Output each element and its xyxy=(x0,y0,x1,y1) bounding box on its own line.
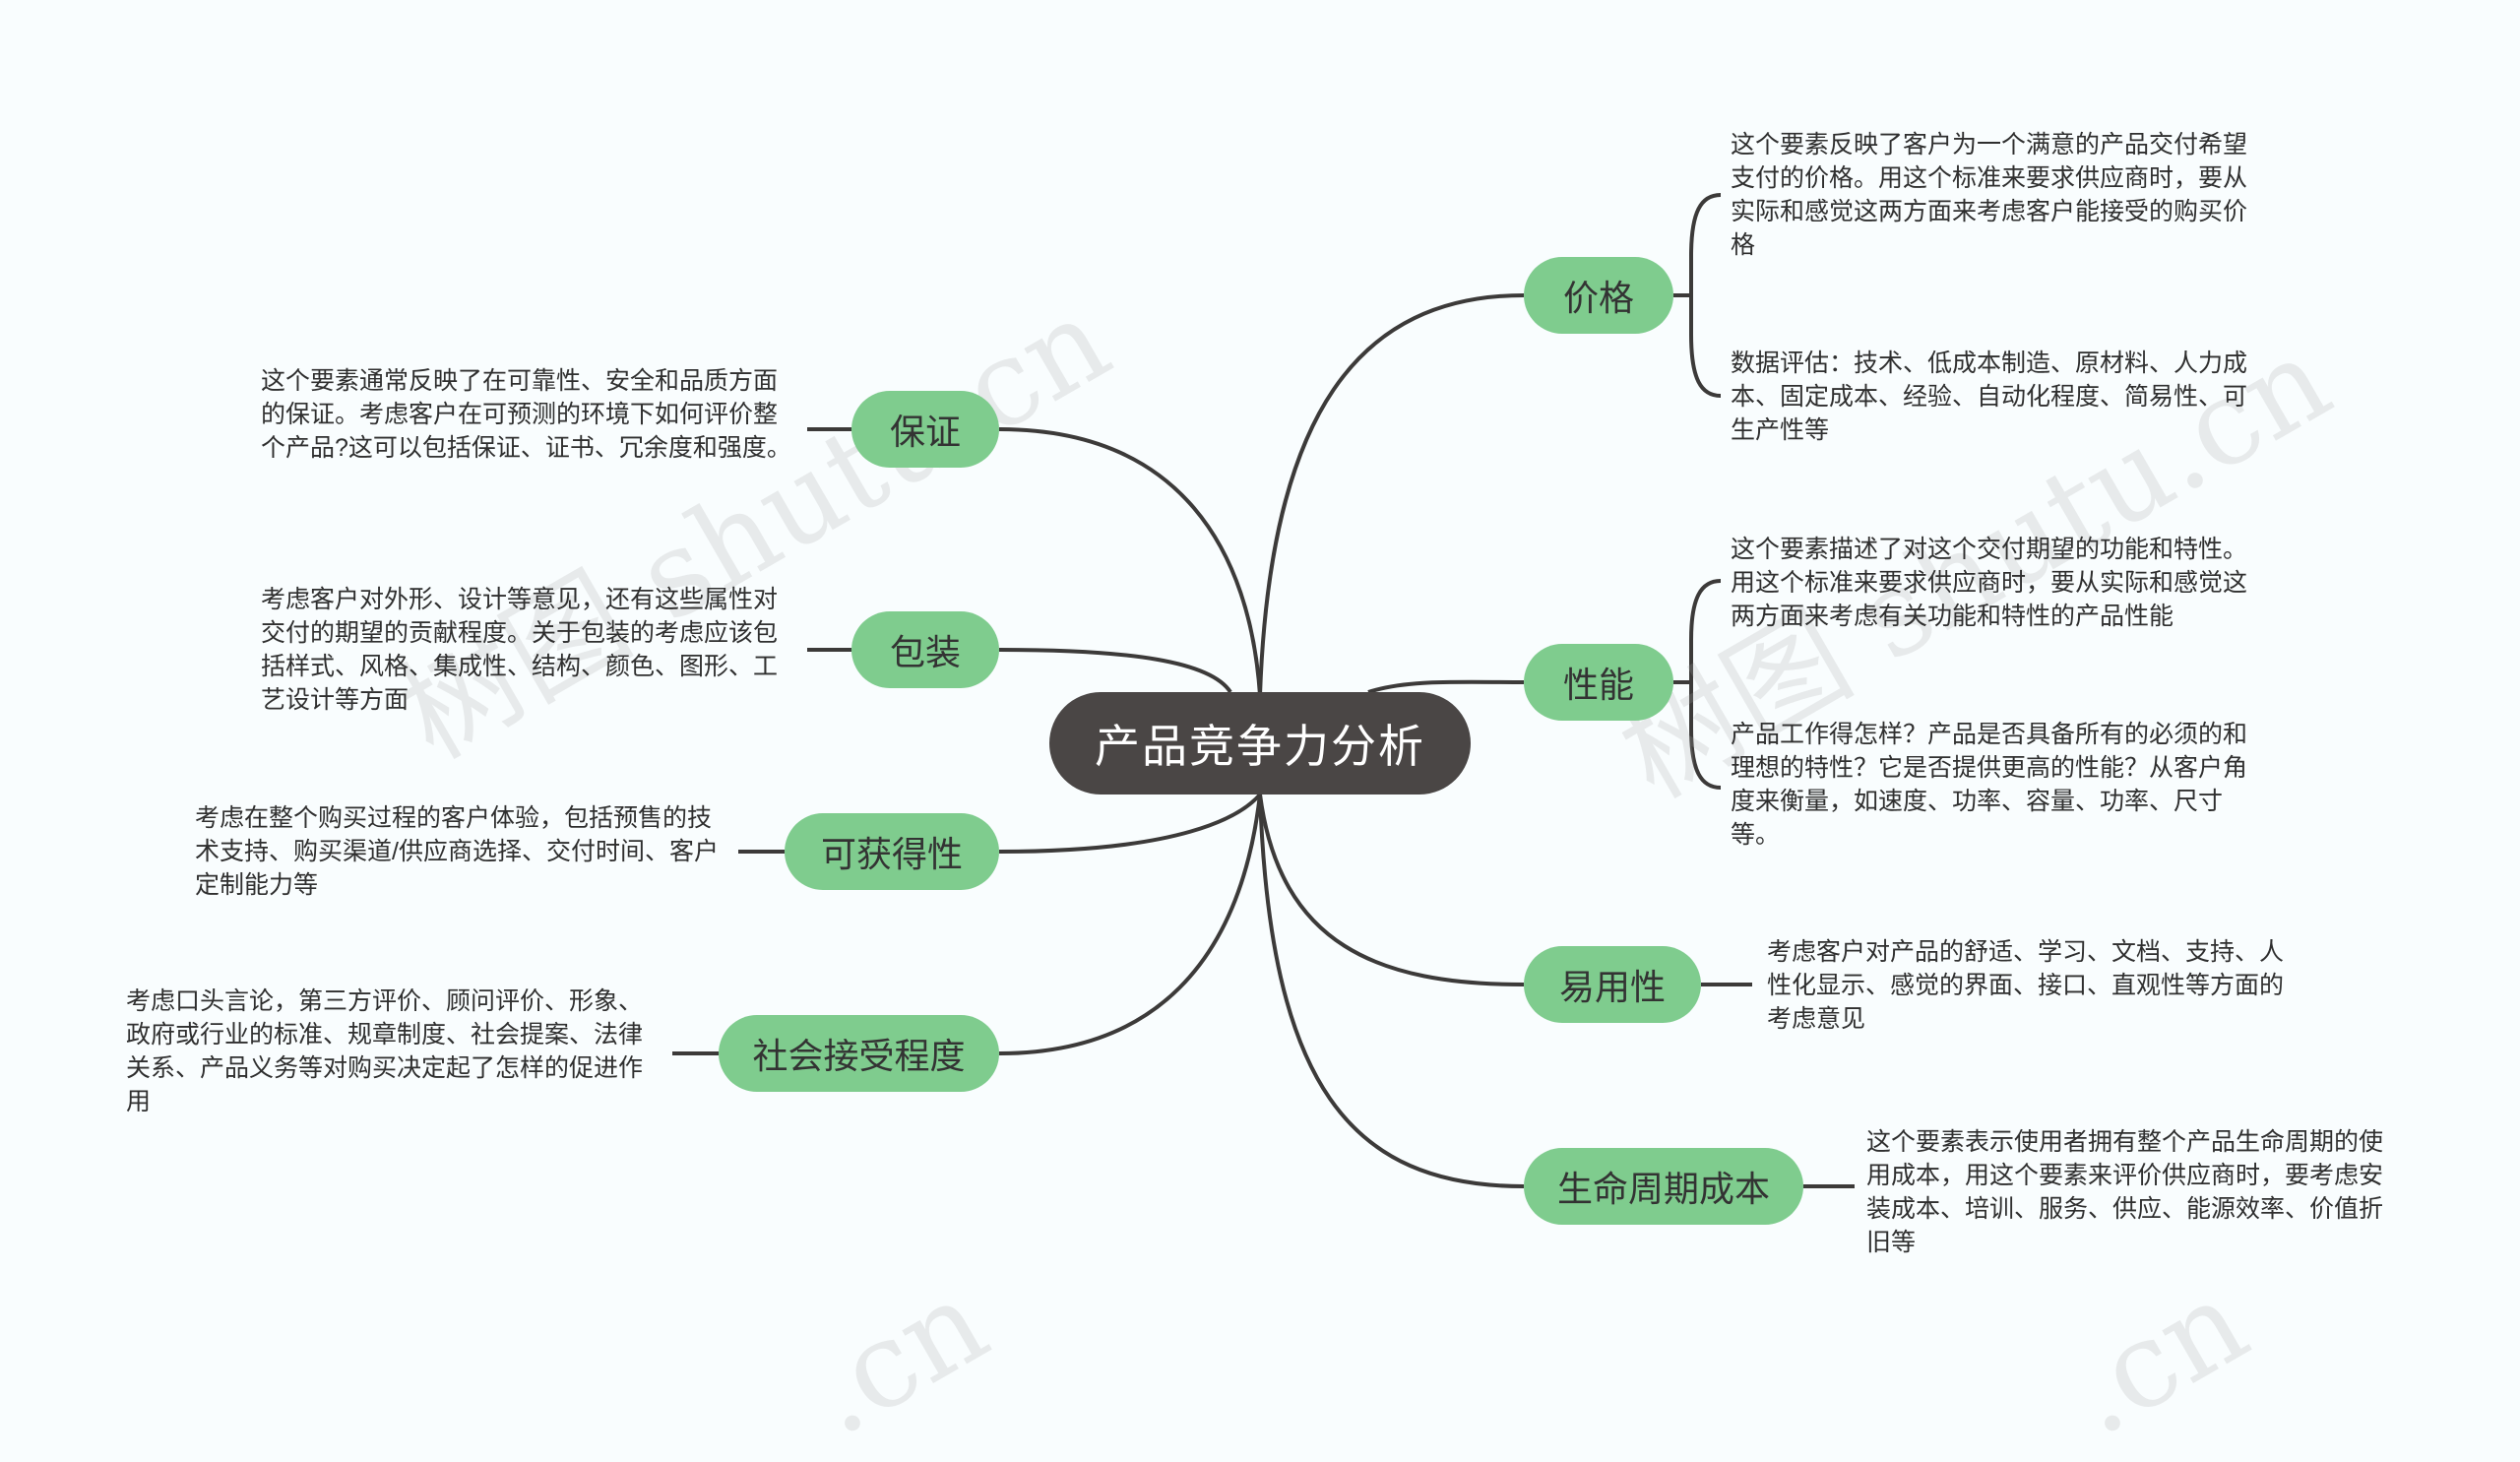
branch-packaging[interactable]: 包装 xyxy=(851,611,999,688)
leaf-lifecycle-cost: 这个要素表示使用者拥有整个产品生命周期的使用成本，用这个要素来评价供应商时，要考… xyxy=(1866,1128,2384,1256)
leaf-price-data: 数据评估：技术、低成本制造、原材料、人力成本、固定成本、经验、自动化程度、简易性… xyxy=(1731,350,2248,444)
branch-warranty[interactable]: 保证 xyxy=(851,391,999,468)
leaf-performance-definition: 这个要素描述了对这个交付期望的功能和特性。用这个标准来要求供应商时，要从实际和感… xyxy=(1731,536,2248,630)
leaf-packaging: 考虑客户对外形、设计等意见，还有这些属性对交付的期望的贡献程度。关于包装的考虑应… xyxy=(261,586,779,714)
branch-price[interactable]: 价格 xyxy=(1524,257,1673,334)
leaf-warranty: 这个要素通常反映了在可靠性、安全和品质方面的保证。考虑客户在可预测的环境下如何评… xyxy=(261,367,791,462)
link-package xyxy=(998,648,1232,694)
branch-lifecycle-cost[interactable]: 生命周期成本 xyxy=(1524,1148,1803,1225)
branch-performance[interactable]: 性能 xyxy=(1524,644,1673,721)
leaf-availability: 考虑在整个购买过程的客户体验，包括预售的技术支持、购买渠道/供应商选择、交付时间… xyxy=(195,804,719,899)
link-lifecycle xyxy=(1258,794,1525,1188)
branch-social-acceptance[interactable]: 社会接受程度 xyxy=(719,1015,999,1092)
branch-usability[interactable]: 易用性 xyxy=(1524,946,1701,1023)
leaf-usability: 考虑客户对产品的舒适、学习、文档、支持、人性化显示、感觉的界面、接口、直观性等方… xyxy=(1767,938,2285,1033)
branch-availability[interactable]: 可获得性 xyxy=(785,813,999,890)
leaf-social-acceptance: 考虑口头言论，第三方评价、顾问评价、形象、政府或行业的标准、规章制度、社会提案、… xyxy=(126,987,644,1115)
link-price-brackets xyxy=(1673,193,1722,398)
link-ease xyxy=(1258,794,1525,986)
link-avail xyxy=(998,793,1262,854)
root-topic[interactable]: 产品竞争力分析 xyxy=(1049,692,1471,795)
leaf-price-definition: 这个要素反映了客户为一个满意的产品交付希望支付的价格。用这个标准来要求供应商时，… xyxy=(1731,131,2248,259)
leaf-performance-questions: 产品工作得怎样？产品是否具备所有的必须的和理想的特性？它是否提供更高的性能？从客… xyxy=(1731,721,2248,849)
link-warranty xyxy=(998,427,1262,696)
link-price xyxy=(1258,293,1525,696)
link-perf xyxy=(1367,679,1525,694)
mind-map-links xyxy=(672,193,1855,1188)
link-perf-brackets xyxy=(1673,579,1722,790)
link-social xyxy=(998,794,1262,1055)
